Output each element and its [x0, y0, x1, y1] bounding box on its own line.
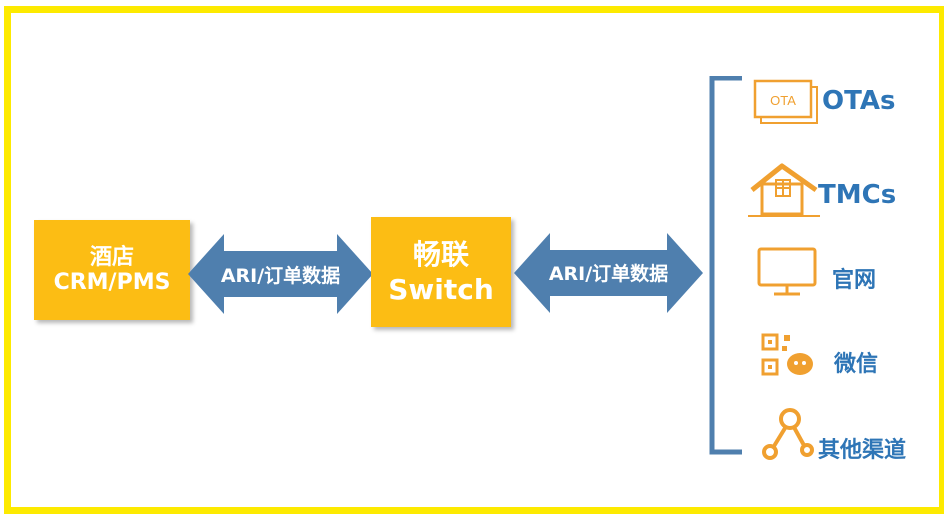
hotel-box-title: 酒店: [89, 244, 134, 270]
wechat-qr-icon: [761, 333, 813, 376]
ota-icon: OTA: [753, 79, 818, 124]
right-double-arrow: [514, 233, 703, 313]
hotel-crm-pms-box: 酒店 CRM/PMS: [34, 220, 190, 320]
channel-label-wechat: 微信: [834, 352, 879, 377]
right-arrow-label: ARI/订单数据: [548, 263, 669, 285]
svg-text:OTA: OTA: [770, 93, 796, 108]
channel-label-tmcs: TMCs: [818, 180, 897, 210]
channel-bracket: [709, 76, 742, 455]
left-arrow-label: ARI/订单数据: [220, 265, 341, 287]
hotel-box-subtitle: CRM/PMS: [53, 270, 171, 295]
left-double-arrow: [188, 234, 373, 314]
switch-hub-box: 畅联 Switch: [371, 217, 511, 327]
monitor-icon: [757, 247, 817, 296]
house-icon: [748, 163, 820, 217]
share-nodes-icon: [762, 408, 814, 460]
switch-box-subtitle: Switch: [388, 273, 494, 306]
channel-label-others: 其他渠道: [818, 438, 907, 463]
channel-label-otas: OTAs: [822, 86, 896, 116]
channel-label-website: 官网: [832, 268, 877, 293]
switch-box-title: 畅联: [412, 238, 469, 271]
